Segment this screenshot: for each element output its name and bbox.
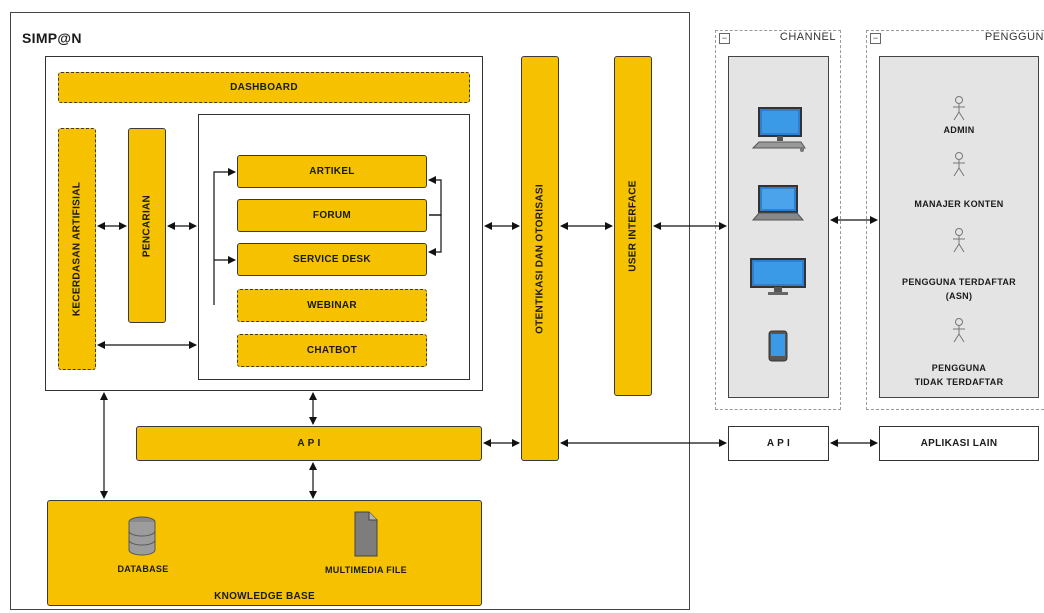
multimedia-label: MULTIMEDIA FILE <box>325 565 407 575</box>
knowledge-base-module: DATABASE MULTIMEDIA FILE KNOWLEDGE BASE <box>47 500 482 606</box>
database-icon <box>128 516 156 556</box>
actor-unregistered-user: PENGGUNA TIDAK TERDAFTAR <box>879 318 1039 390</box>
dashboard-label: DASHBOARD <box>230 82 298 93</box>
external-api-box: A P I <box>728 426 829 461</box>
chatbot-label: CHATBOT <box>306 345 358 356</box>
actor-admin: ADMIN <box>879 96 1039 136</box>
users-panel <box>879 56 1039 398</box>
service-desk-label: SERVICE DESK <box>293 254 371 265</box>
channel-title: CHANNEL <box>779 31 836 43</box>
user-interface-label: USER INTERFACE <box>627 180 639 272</box>
search-module: PENCARIAN <box>128 128 166 323</box>
ai-module: KECERDASAN ARTIFISIAL <box>58 128 96 370</box>
desktop-icon <box>750 106 806 156</box>
webinar-module: WEBINAR <box>237 289 427 322</box>
multimedia-file-icon <box>354 511 378 557</box>
chatbot-module: CHATBOT <box>237 334 427 367</box>
channel-collapse-button[interactable]: − <box>719 33 730 44</box>
actor-unregistered-user-sublabel: TIDAK TERDAFTAR <box>914 377 1004 387</box>
database-label: DATABASE <box>117 564 169 574</box>
knowledge-base-label: KNOWLEDGE BASE <box>214 590 315 602</box>
forum-module: FORUM <box>237 199 427 232</box>
stick-figure-icon <box>953 152 965 177</box>
actor-admin-label: ADMIN <box>943 125 975 135</box>
laptop-icon <box>751 184 805 224</box>
internal-api-label: A P I <box>297 438 321 449</box>
actor-registered-user: PENGGUNA TERDAFTAR (ASN) <box>879 228 1039 304</box>
tablet-icon <box>768 330 788 362</box>
article-label: ARTIKEL <box>309 166 355 177</box>
actor-registered-user-sublabel: (ASN) <box>945 291 973 301</box>
dashboard-module: DASHBOARD <box>58 72 470 103</box>
stick-figure-icon <box>953 318 965 343</box>
internal-api-module: A P I <box>136 426 482 461</box>
user-interface-module: USER INTERFACE <box>614 56 652 396</box>
stick-figure-icon <box>953 96 965 121</box>
auth-module: OTENTIKASI DAN OTORISASI <box>521 56 559 461</box>
ai-label: KECERDASAN ARTIFISIAL <box>71 181 83 317</box>
actor-content-manager: MANAJER KONTEN <box>879 152 1039 212</box>
forum-label: FORUM <box>312 210 352 221</box>
other-apps-label: APLIKASI LAIN <box>920 438 998 449</box>
actor-unregistered-user-label: PENGGUNA <box>931 363 987 373</box>
service-desk-module: SERVICE DESK <box>237 243 427 276</box>
stick-figure-icon <box>953 228 965 253</box>
actor-content-manager-label: MANAJER KONTEN <box>914 199 1004 209</box>
users-title: PENGGUN <box>984 31 1044 43</box>
article-module: ARTIKEL <box>237 155 427 188</box>
system-title: SIMP@N <box>22 30 82 46</box>
search-label: PENCARIAN <box>141 194 153 257</box>
auth-label: OTENTIKASI DAN OTORISASI <box>534 183 546 334</box>
external-api-label: A P I <box>766 438 791 449</box>
actor-registered-user-label: PENGGUNA TERDAFTAR <box>902 277 1016 287</box>
other-apps-box: APLIKASI LAIN <box>879 426 1039 461</box>
webinar-label: WEBINAR <box>307 300 357 311</box>
users-collapse-button[interactable]: − <box>870 33 881 44</box>
monitor-icon <box>750 258 806 298</box>
